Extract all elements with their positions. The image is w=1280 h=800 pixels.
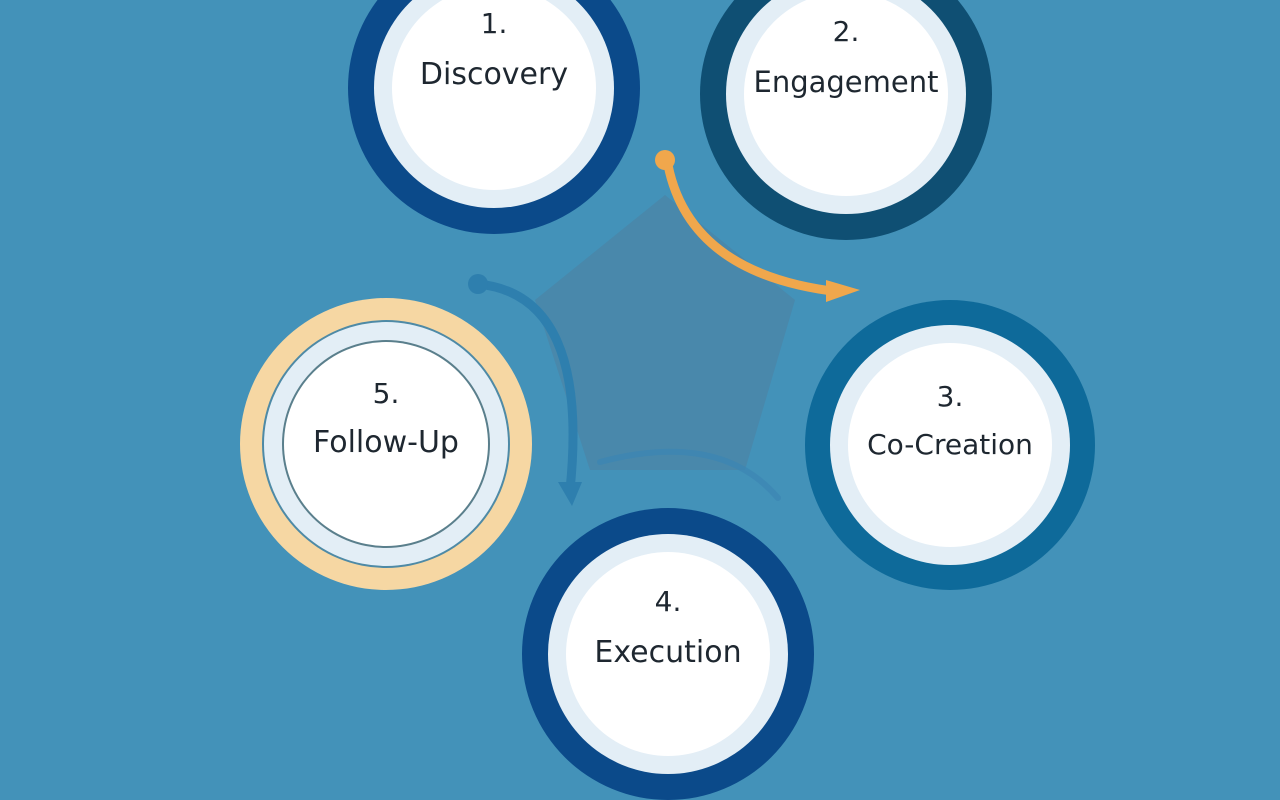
step-4-name: Execution [594, 635, 742, 670]
arrow-4-to-3 [597, 448, 781, 501]
step-2-circle: 2. Engagement [744, 0, 948, 196]
step-3-name: Co-Creation [867, 428, 1033, 461]
step-4-circle: 4. Execution [566, 552, 770, 756]
step-1-name: Discovery [419, 57, 569, 92]
step-5-name: Follow-Up [313, 425, 459, 460]
step-5-circle: 5. Follow-Up [284, 342, 488, 546]
process-cycle-diagram: 1. Discovery 2. Engagement 3. Co-Creatio… [240, 0, 1095, 800]
step-5-ring: 5. Follow-Up [240, 298, 532, 590]
arrow-2-to-3-head [826, 280, 860, 302]
arrow-5-to-4-head [558, 482, 582, 506]
step-4-number: 4. [654, 585, 682, 618]
step-2-ring: 2. Engagement [700, 0, 992, 240]
step-3-ring: 3. Co-Creation [805, 300, 1095, 590]
step-2-name: Engagement [753, 65, 939, 99]
step-3-circle: 3. Co-Creation [848, 343, 1052, 547]
step-3-number: 3. [936, 380, 964, 413]
arrow-5-to-4 [473, 279, 578, 495]
arrow-5-to-4-tail [468, 274, 488, 294]
step-1-number: 1. [480, 7, 508, 40]
connector-layer [468, 150, 860, 506]
step-2-number: 2. [832, 15, 860, 48]
arrow-2-to-3 [663, 160, 845, 297]
step-5-number: 5. [372, 377, 400, 410]
arrow-2-to-3-tail [655, 150, 675, 170]
center-shape [535, 195, 795, 470]
step-4-ring: 4. Execution [522, 508, 814, 800]
step-1-ring: 1. Discovery [348, 0, 640, 234]
step-1-circle: 1. Discovery [392, 0, 596, 190]
